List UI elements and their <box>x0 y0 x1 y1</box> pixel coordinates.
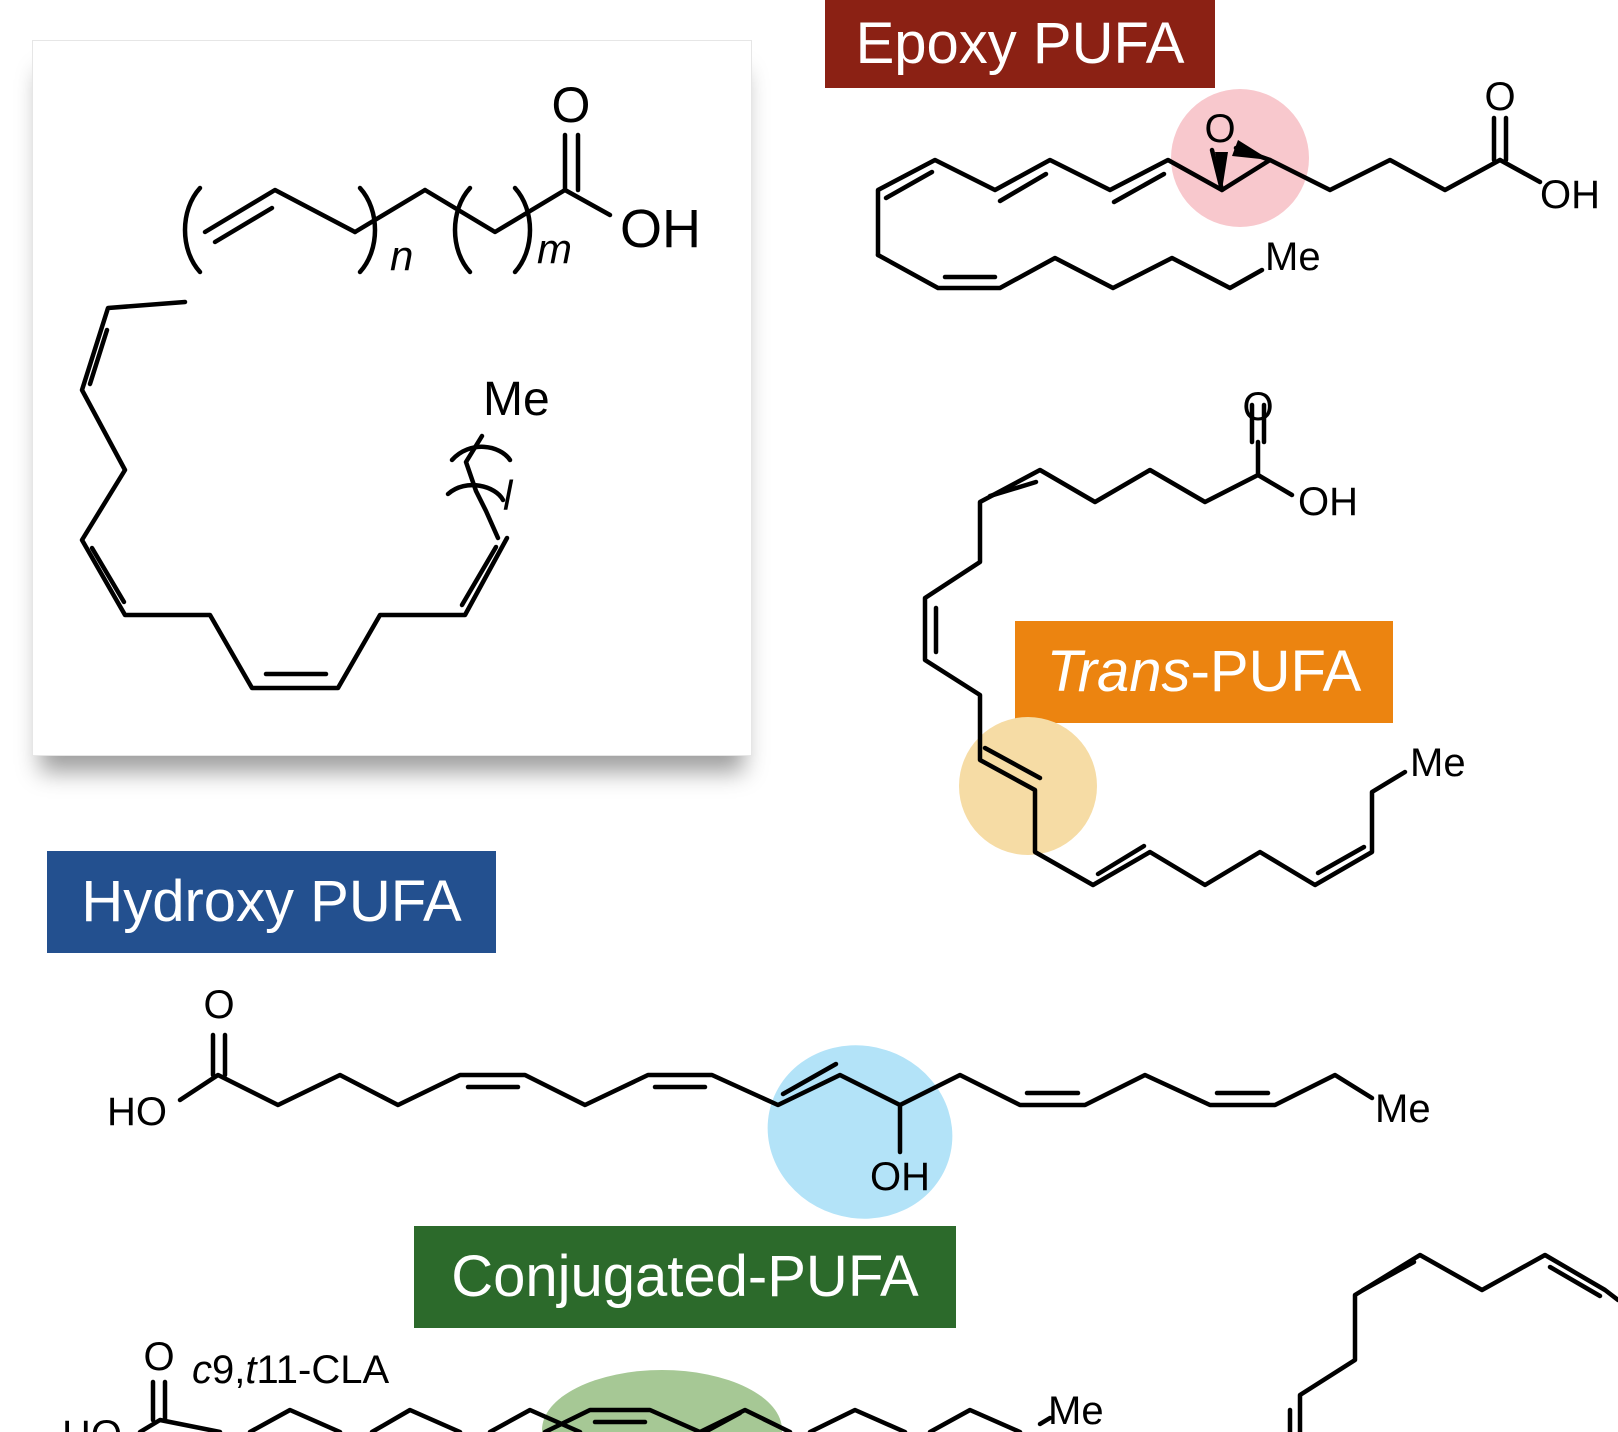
partial-pufa-bottom-right <box>1287 1252 1618 1432</box>
epoxide-wedge-left <box>1215 152 1228 190</box>
trans-suffix-text: -PUFA <box>1190 639 1362 704</box>
hydroxy-ho: HO <box>107 1090 167 1134</box>
hydroxy-highlight <box>767 1045 953 1219</box>
cla-pos2: 11-CLA <box>256 1348 389 1392</box>
conjugated-highlight <box>542 1370 782 1432</box>
cla-pos1: 9, <box>212 1348 245 1392</box>
epoxide-o: O <box>1204 107 1235 151</box>
generic-me: Me <box>483 373 550 426</box>
epoxide-wedge-right <box>1232 140 1270 160</box>
trans-pufa-skeleton <box>922 402 1408 888</box>
hydroxy-pufa-label: Hydroxy PUFA <box>47 851 496 953</box>
hydroxy-me: Me <box>1375 1087 1431 1131</box>
epoxy-oh: OH <box>1540 173 1600 217</box>
trans-pufa-label: Trans-PUFA <box>1015 621 1393 723</box>
hydroxy-pufa-skeleton <box>177 1032 1375 1155</box>
trans-oh: OH <box>1298 480 1358 524</box>
conjugated-pufa-label: Conjugated-PUFA <box>414 1226 956 1328</box>
conjugated-pufa-skeleton <box>137 1379 1053 1432</box>
conj-me: Me <box>1048 1389 1104 1432</box>
subscript-n: n <box>390 232 413 279</box>
conj-carbonyl-o: O <box>143 1335 174 1379</box>
epoxy-pufa-label: Epoxy PUFA <box>825 0 1215 88</box>
subscript-l: l <box>503 472 514 519</box>
epoxy-me: Me <box>1265 235 1321 279</box>
hydroxy-oh: OH <box>870 1155 930 1199</box>
cla-t: t <box>245 1348 258 1392</box>
conj-ho-partial: HO <box>62 1413 122 1432</box>
epoxy-carbonyl-o: O <box>1484 75 1515 119</box>
generic-pufa-skeleton <box>79 132 613 691</box>
epoxy-pufa-skeleton <box>875 115 1543 291</box>
epoxide-highlight <box>1171 89 1309 227</box>
trans-me: Me <box>1410 741 1466 785</box>
cla-c: c <box>192 1348 212 1392</box>
trans-italic-text: Trans <box>1046 639 1191 704</box>
generic-oh: OH <box>620 199 701 259</box>
trans-carbonyl-o: O <box>1242 385 1273 429</box>
generic-pufa-structure-panel <box>32 40 752 756</box>
cla-name: c9,t11-CLA <box>192 1348 389 1392</box>
hydroxy-carbonyl-o: O <box>203 983 234 1027</box>
subscript-m: m <box>537 225 572 272</box>
generic-carbonyl-o: O <box>552 77 591 133</box>
